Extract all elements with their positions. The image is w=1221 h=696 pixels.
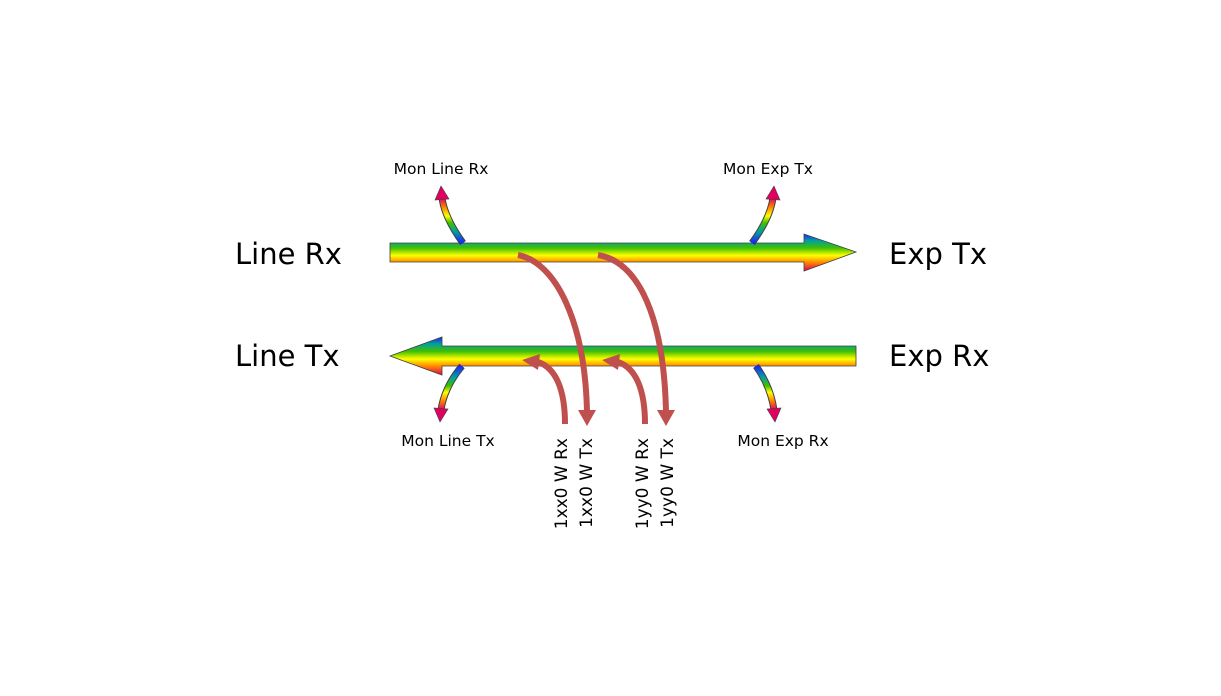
drop-1xx0-arrow [517, 252, 590, 413]
drop-1xx0-arrowhead [578, 410, 596, 426]
mon-exp-rx-tap [753, 363, 782, 423]
mon-exp-rx-label: Mon Exp Rx [737, 432, 828, 450]
mon-line-tx-label: Mon Line Tx [401, 432, 494, 450]
drop-1yy0-arrowhead [657, 410, 675, 426]
rx-main-arrow [389, 233, 858, 272]
port-1xx0-tx-label: 1xx0 W Tx [577, 438, 597, 528]
add-1xx0-arrow [536, 359, 568, 425]
line-rx-label: Line Rx [235, 237, 342, 271]
drop-1yy0-arrow [597, 252, 669, 413]
exp-tx-label: Exp Tx [889, 237, 987, 271]
port-1xx0-rx-label: 1xx0 W Rx [552, 438, 572, 529]
port-1yy0-tx-label: 1yy0 W Tx [658, 438, 678, 528]
mon-exp-tx-tap [749, 185, 781, 246]
add-1yy0-arrow [616, 359, 648, 425]
add-1yy0-arrowhead [602, 354, 620, 370]
exp-rx-label: Exp Rx [889, 339, 989, 373]
mon-exp-tx-label: Mon Exp Tx [723, 160, 813, 178]
tx-main-arrow [388, 336, 857, 376]
mon-line-rx-label: Mon Line Rx [394, 160, 489, 178]
port-1yy0-rx-label: 1yy0 W Rx [633, 438, 653, 529]
add-1xx0-arrowhead [522, 354, 540, 370]
line-tx-label: Line Tx [235, 339, 340, 373]
mon-line-tx-tap [433, 363, 465, 423]
mon-line-rx-tap [434, 185, 466, 246]
